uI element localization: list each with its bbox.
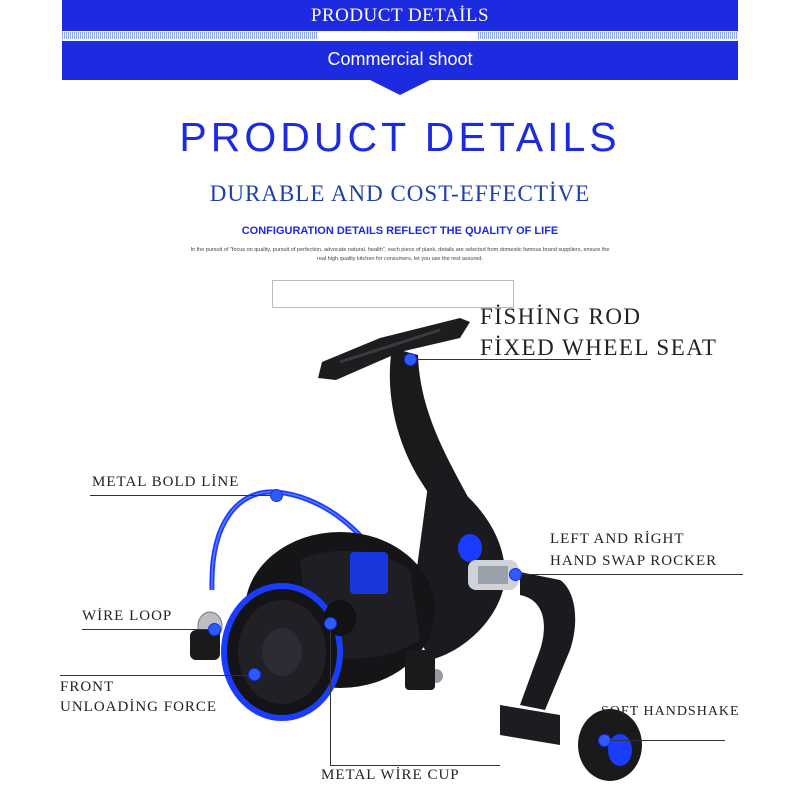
marker-metal-wire-cup xyxy=(324,617,337,630)
label-metal-wire-cup: METAL WİRE CUP xyxy=(321,767,460,783)
label-left-and-right: LEFT AND RİGHT xyxy=(550,531,685,547)
label-front: FRONT xyxy=(60,679,115,695)
banner-title: PRODUCT DETAİLS xyxy=(310,5,490,26)
marker-metal-bold-line xyxy=(270,489,283,502)
callout-line-front-unloading xyxy=(60,675,255,676)
callout-line-rocker xyxy=(515,574,743,575)
marker-fishing-rod xyxy=(404,353,417,366)
top-banner: PRODUCT DETAİLS xyxy=(62,0,738,31)
marker-front-unloading xyxy=(248,668,261,681)
description-text: In the pursuit of "focus on quality, pur… xyxy=(190,247,610,262)
callout-line-fishing-rod xyxy=(411,359,591,360)
label-soft-handshake: SOFT HANDSHAKE xyxy=(601,704,740,719)
marker-soft-handshake xyxy=(598,734,611,747)
marker-wire-loop xyxy=(208,623,221,636)
banner-notch xyxy=(370,80,430,95)
label-wire-loop: WİRE LOOP xyxy=(82,608,173,624)
label-fishing-rod: FİSHİNG ROD xyxy=(480,304,642,329)
banner-divider-right xyxy=(478,32,738,39)
page-subtitle: DURABLE AND COST-EFFECTİVE xyxy=(209,181,591,206)
marker-rocker xyxy=(509,568,522,581)
page-title: PRODUCT DETAILS xyxy=(179,114,621,160)
banner-divider-left xyxy=(62,32,318,39)
tagline: CONFIGURATION DETAILS REFLECT THE QUALIT… xyxy=(241,225,559,237)
subtitle-banner: Commercial shoot xyxy=(62,41,738,80)
callout-line-metal-wire-cup-horizontal xyxy=(330,765,500,766)
callout-line-wire-loop xyxy=(82,629,214,630)
banner-subtitle: Commercial shoot xyxy=(327,49,473,69)
callout-line-soft-handshake xyxy=(605,740,725,741)
callout-line-metal-wire-cup-vertical xyxy=(330,623,331,765)
label-unloading-force: UNLOADİNG FORCE xyxy=(60,699,218,715)
label-fixed-wheel-seat: FİXED WHEEL SEAT xyxy=(480,335,718,360)
callout-line-metal-bold-line xyxy=(90,495,275,496)
empty-frame xyxy=(272,280,514,308)
label-hand-swap-rocker: HAND SWAP ROCKER xyxy=(550,553,718,569)
label-metal-bold-line: METAL BOLD LİNE xyxy=(92,474,240,490)
